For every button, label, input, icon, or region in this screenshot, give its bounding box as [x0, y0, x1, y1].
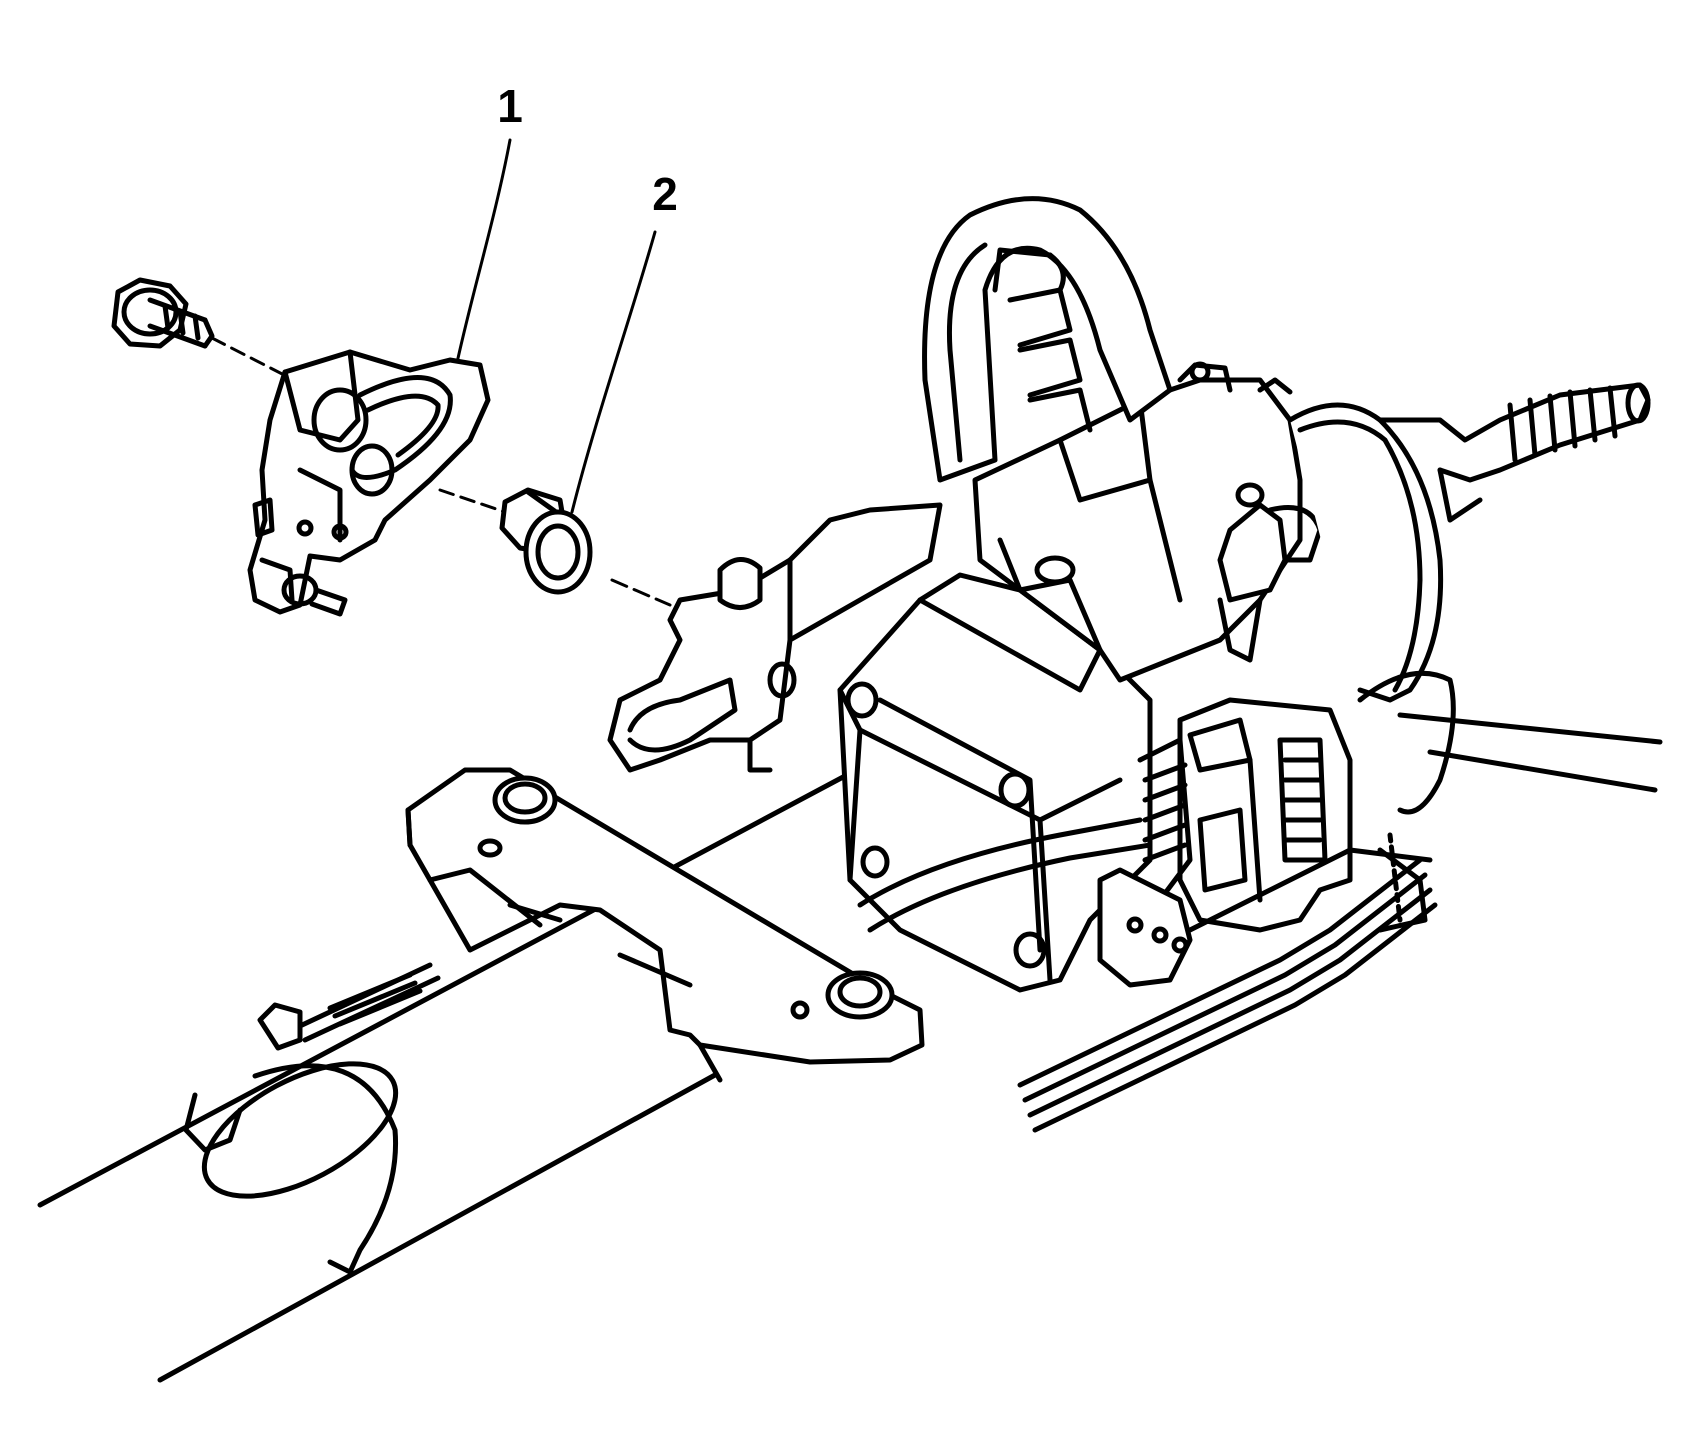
lower-mounting-bracket — [405, 767, 925, 1083]
callout-1-leader-line — [453, 138, 512, 374]
mounting-bolt — [111, 277, 215, 349]
upper-lock-housing — [972, 361, 1323, 683]
steering-column-tube — [37, 765, 863, 1383]
wiring-connectors — [1097, 670, 1663, 988]
column-housing — [837, 572, 1153, 993]
callout-2: 2 — [570, 168, 678, 514]
part-1-bracket-switch — [247, 349, 491, 617]
callout-1-number: 1 — [497, 80, 523, 132]
tilt-release-handle — [922, 196, 1173, 483]
callout-2-number: 2 — [652, 168, 678, 220]
assembly-line-bushing — [610, 578, 672, 607]
steering-shaft-end — [1287, 382, 1651, 703]
callout-1: 1 — [453, 80, 523, 374]
assembly-line-bracket — [438, 488, 507, 514]
tilt-lever-arm — [607, 502, 943, 773]
assembly-line-bolt — [210, 336, 292, 380]
part-2-bushing — [499, 487, 593, 595]
callout-2-leader-line — [570, 230, 657, 514]
wire-harness — [857, 817, 1438, 1133]
